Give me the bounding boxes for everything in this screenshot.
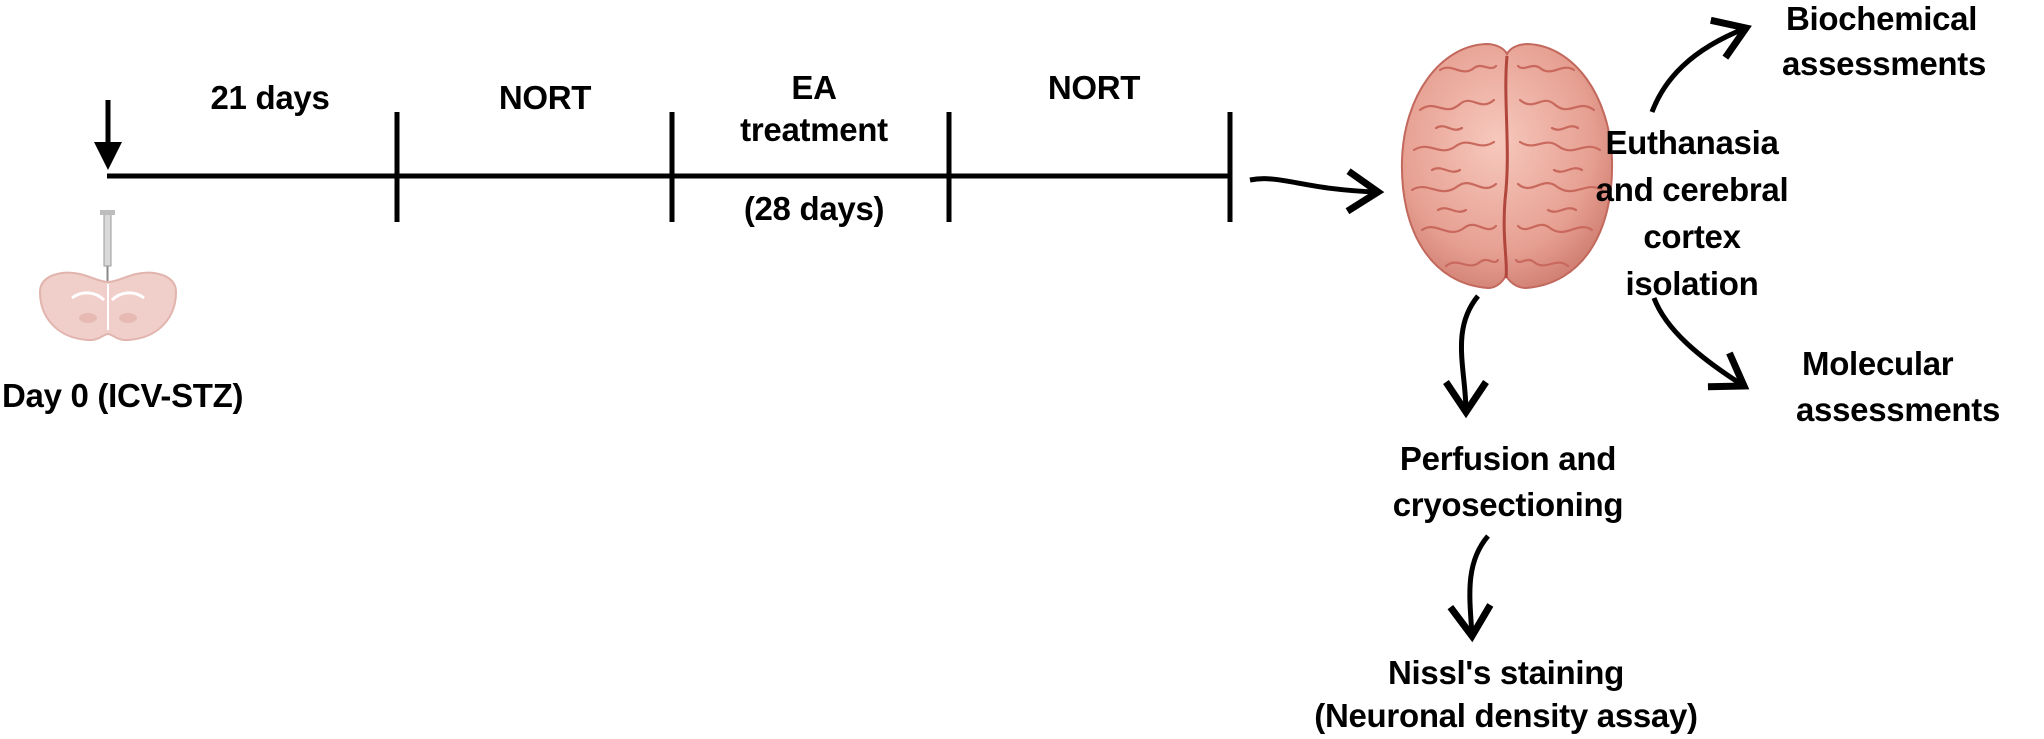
molecular-line1: Molecular: [1802, 345, 1954, 382]
phase3-label-line2: treatment: [740, 111, 888, 148]
rat-brain-section-icon: [38, 271, 178, 342]
phase2-label: NORT: [498, 79, 592, 116]
arrow-to-biochemical: [1649, 16, 1752, 113]
molecular-line2: assessments: [1796, 391, 2001, 428]
phase3-label-line1: EA: [791, 69, 837, 106]
euthanasia-line3: cortex: [1643, 218, 1741, 255]
perfusion-line2: cryosectioning: [1392, 486, 1624, 523]
nissl-line1: Nissl's staining: [1388, 654, 1624, 691]
injection-needle-icon: [100, 210, 115, 290]
biochemical-line2: assessments: [1782, 45, 1987, 82]
phase1-label: 21 days: [210, 79, 330, 116]
arrow-to-perfusion: [1443, 294, 1489, 419]
euthanasia-line4: isolation: [1625, 265, 1759, 302]
arrow-to-brain: [1249, 168, 1385, 215]
phase3-duration: (28 days): [743, 190, 885, 227]
arrow-to-molecular: [1651, 297, 1750, 391]
euthanasia-line1: Euthanasia: [1605, 124, 1779, 161]
euthanasia-line2: and cerebral: [1595, 171, 1789, 208]
arrow-to-nissl: [1447, 534, 1494, 643]
nissl-line2: (Neuronal density assay): [1314, 697, 1698, 734]
biochemical-line1: Biochemical: [1786, 0, 1978, 37]
human-brain-icon: [1400, 42, 1614, 290]
phase4-label: NORT: [1047, 69, 1141, 106]
day0-arrow-icon: [94, 100, 122, 170]
day0-label: Day 0 (ICV-STZ): [2, 377, 244, 414]
perfusion-line1: Perfusion and: [1399, 440, 1617, 477]
